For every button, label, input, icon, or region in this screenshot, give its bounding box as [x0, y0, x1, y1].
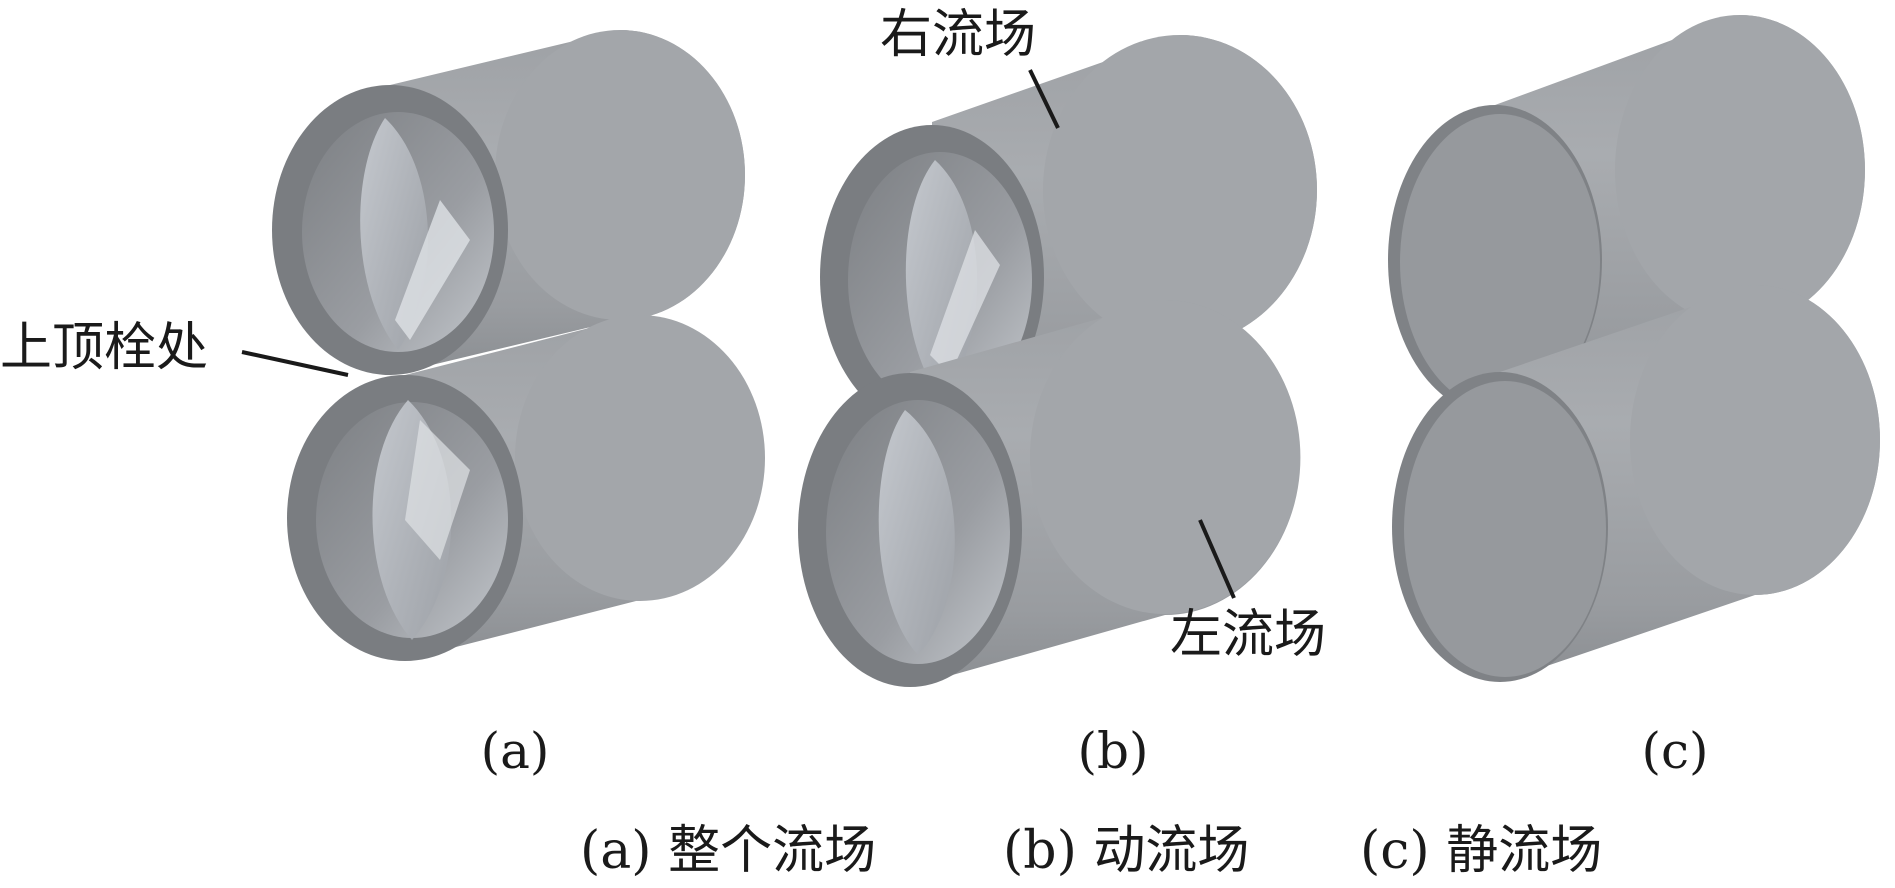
panel-b-model: [798, 35, 1317, 687]
panel-b-label: (b): [1077, 722, 1148, 780]
leader-line-top-bolt: [241, 350, 349, 377]
panel-c-lower-cylinder: [1392, 285, 1880, 682]
panel-a-upper-cylinder: [272, 30, 745, 375]
panel-b-lower-cylinder: [798, 300, 1301, 687]
caption-b: (b) 动流场: [1003, 821, 1249, 881]
leader-line-left-field: [1198, 519, 1236, 599]
leader-line-right-field: [1028, 69, 1060, 129]
label-right-field: 右流场: [880, 5, 1036, 65]
annotation-top-bolt: 上顶栓处: [0, 318, 349, 378]
panel-c-model: [1388, 15, 1880, 682]
panel-c-label: (c): [1641, 722, 1708, 780]
annotation-right-field: 右流场: [880, 5, 1060, 129]
caption-a: (a) 整个流场: [580, 821, 876, 881]
caption-c: (c) 静流场: [1360, 821, 1602, 881]
annotation-left-field: 左流场: [1170, 519, 1326, 665]
label-left-field: 左流场: [1170, 605, 1326, 665]
label-top-bolt: 上顶栓处: [0, 318, 208, 378]
panel-a-model: [272, 30, 765, 661]
panel-a-lower-cylinder: [287, 315, 765, 661]
panel-a-label: (a): [481, 722, 550, 780]
